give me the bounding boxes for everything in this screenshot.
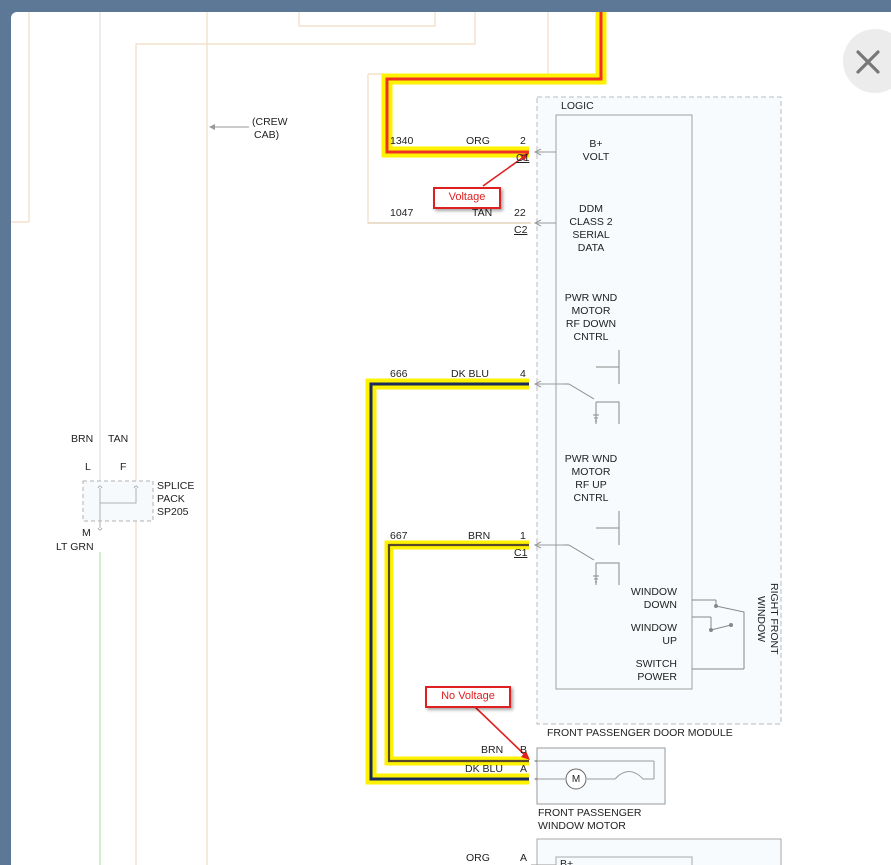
circuit-667-color: BRN xyxy=(468,530,491,542)
splice-wire-right: TAN xyxy=(108,433,129,445)
circuit-666-number: 666 xyxy=(390,368,408,380)
splice-wire-bottom: LT GRN xyxy=(56,541,94,553)
motor-pin-a-color: DK BLU xyxy=(465,763,503,775)
window-motor xyxy=(535,747,666,805)
logic-label: LOGIC xyxy=(561,100,594,112)
circuit-666-color: DK BLU xyxy=(451,368,489,380)
motor-pin-a: A xyxy=(520,763,528,775)
motor-icon xyxy=(565,768,587,790)
voltage-callout: Voltage xyxy=(433,187,501,209)
splice-pin-bottom: M xyxy=(82,527,91,539)
circuit-1340-color: ORG xyxy=(466,135,490,147)
splice-name-1: SPLICE xyxy=(157,480,195,492)
circuit-1340-connector: C1 xyxy=(516,152,530,164)
logic-box xyxy=(555,114,693,690)
wire-666-highlight xyxy=(365,378,529,785)
splice-pin-left: L xyxy=(85,461,91,473)
splice-name-2: PACK xyxy=(157,493,185,505)
door-module-title: FRONT PASSENGER DOOR MODULE xyxy=(547,727,733,739)
circuit-667-pin: 1 xyxy=(520,530,526,542)
wire-1340-highlight xyxy=(381,12,607,158)
bottom-pin: A xyxy=(520,852,528,864)
circuit-1047-number: 1047 xyxy=(390,207,414,219)
motor-title-1: FRONT PASSENGER xyxy=(538,807,642,819)
motor-pin-b-color: BRN xyxy=(481,744,504,756)
circuit-1340-pin: 2 xyxy=(520,135,526,147)
circuit-667-connector: C1 xyxy=(514,547,528,559)
bottom-wire-color: ORG xyxy=(466,852,490,864)
circuit-1047-pin: 22 xyxy=(514,207,526,219)
circuit-1047-color: TAN xyxy=(472,207,493,219)
splice-pack xyxy=(82,480,154,531)
splice-name-3: SP205 xyxy=(157,506,189,518)
close-button[interactable] xyxy=(843,29,891,93)
crew-cab-arrow xyxy=(209,124,249,130)
circuit-667-number: 667 xyxy=(390,530,408,542)
splice-pin-right: F xyxy=(120,461,127,473)
circuit-1047-connector: C2 xyxy=(514,224,528,236)
relay-switches xyxy=(564,350,745,670)
circuit-666-pin: 4 xyxy=(520,368,526,380)
crew-cab-line-1: (CREW xyxy=(252,116,288,128)
wiring-diagram xyxy=(11,12,782,865)
connector-chevrons xyxy=(533,148,564,783)
motor-symbol: M xyxy=(571,774,581,785)
no-voltage-callout: No Voltage xyxy=(425,686,511,708)
function-bplus-volt: B+VOLT xyxy=(582,138,610,163)
splice-wire-left: BRN xyxy=(71,433,94,445)
callout-arrows xyxy=(474,153,530,760)
motor-pin-b: B xyxy=(520,744,528,756)
bottom-bplus: B+ xyxy=(560,858,574,865)
circuit-1340-number: 1340 xyxy=(390,135,414,147)
close-icon xyxy=(856,50,880,74)
diagram-viewer: (CREW CAB) BRN TAN L F M LT GRN SPLICE P… xyxy=(11,12,891,865)
wire-667-highlight xyxy=(384,540,529,766)
crew-cab-line-2: CAB) xyxy=(254,129,280,141)
motor-title-2: WINDOW MOTOR xyxy=(538,820,626,832)
